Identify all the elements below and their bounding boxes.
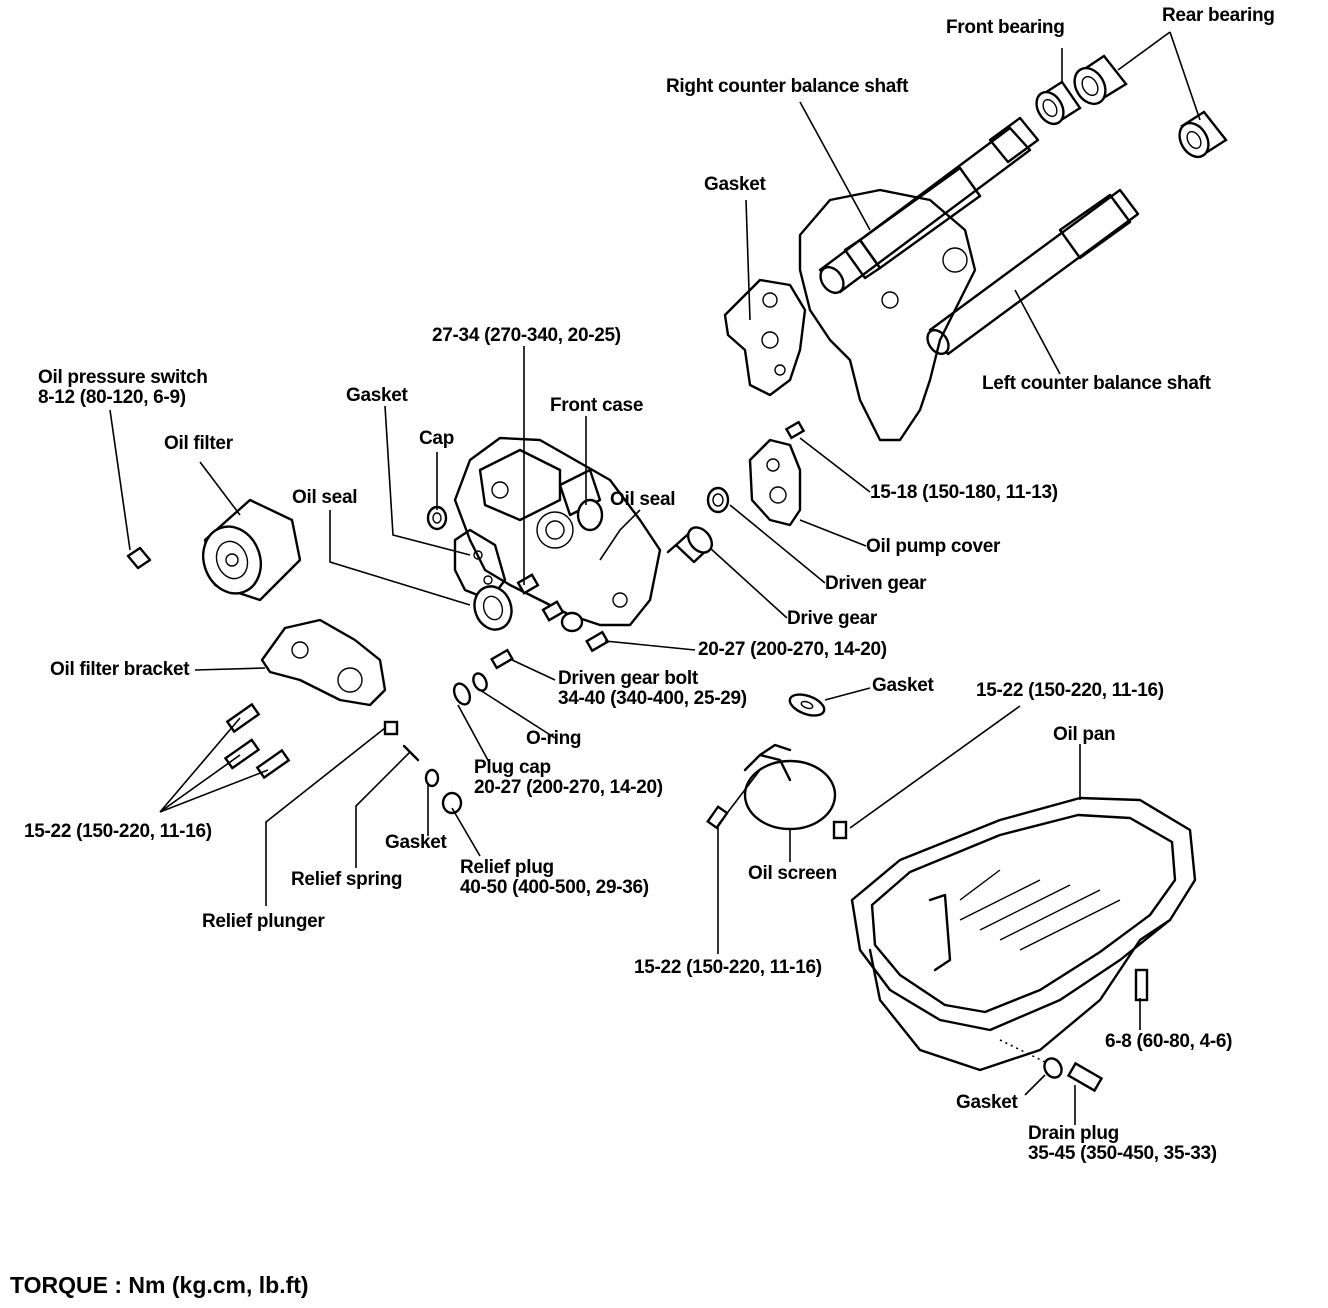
oil-screen-label: Oil screen bbox=[748, 863, 837, 884]
gasket-case-label: Gasket bbox=[346, 385, 408, 406]
oil-screen-part bbox=[743, 743, 837, 831]
oil-seal-left-part bbox=[473, 585, 513, 631]
driven-gear-bolt-label: Driven gear bolt 34-40 (340-400, 25-29) bbox=[558, 669, 747, 709]
gasket-rear-label: Gasket bbox=[704, 174, 766, 195]
gasket-screen-label: Gasket bbox=[872, 675, 934, 696]
driven-gear-label: Driven gear bbox=[825, 573, 927, 594]
front-case-part bbox=[453, 436, 662, 627]
right-counter-balance-shaft-part bbox=[818, 116, 1040, 295]
gasket-drain-label: Gasket bbox=[956, 1092, 1018, 1113]
driven-gear-bolt-part bbox=[490, 648, 514, 670]
drain-plug-torque: 35-45 (350-450, 35-33) bbox=[1028, 1143, 1217, 1164]
bracket-bolts bbox=[223, 702, 291, 780]
cylinder-block-case bbox=[798, 188, 977, 442]
oil-filter-bracket-part bbox=[260, 618, 387, 707]
oil-pan-bolt bbox=[1134, 968, 1149, 1002]
leader-lines bbox=[109, 31, 1201, 1125]
front-bearing-part bbox=[1035, 80, 1082, 126]
torque-pump-cover-label: 15-18 (150-180, 11-13) bbox=[870, 482, 1058, 503]
oil-seal-right-label: Oil seal bbox=[610, 489, 676, 510]
relief-plug-label: Relief plug 40-50 (400-500, 29-36) bbox=[460, 858, 649, 898]
screen-bolts bbox=[706, 805, 848, 840]
oil-pan-label: Oil pan bbox=[1053, 724, 1116, 745]
front-case-label: Front case bbox=[550, 395, 644, 416]
torque-units-legend: TORQUE : Nm (kg.cm, lb.ft) bbox=[10, 1272, 309, 1298]
oil-pressure-switch-name: Oil pressure switch bbox=[38, 367, 208, 388]
gasket-relief-label: Gasket bbox=[385, 832, 447, 853]
torque-drive-gear-label: 20-27 (200-270, 14-20) bbox=[698, 639, 887, 660]
oil-pressure-switch-label: Oil pressure switch 8-12 (80-120, 6-9) bbox=[38, 368, 208, 408]
oil-filter-part bbox=[202, 498, 302, 602]
oil-pressure-switch-part bbox=[126, 546, 152, 570]
rear-bearing-part-upper bbox=[1073, 54, 1128, 106]
torque-oil-pan-label: 15-22 (150-220, 11-16) bbox=[976, 680, 1164, 701]
cap-label: Cap bbox=[419, 428, 454, 449]
plug-cap-name: Plug cap bbox=[474, 757, 551, 778]
driven-gear-bolt-torque: 34-40 (340-400, 25-29) bbox=[558, 688, 747, 709]
drive-gear-bolt bbox=[585, 630, 610, 653]
torque-pan-bolt-label: 6-8 (60-80, 4-6) bbox=[1105, 1031, 1233, 1052]
plug-cap-torque: 20-27 (200-270, 14-20) bbox=[474, 777, 663, 798]
plug-cap-part bbox=[452, 682, 472, 706]
drive-gear-part bbox=[666, 526, 714, 564]
oil-pump-cover-part bbox=[748, 438, 802, 527]
front-bearing-label: Front bearing bbox=[946, 17, 1065, 38]
relief-plunger-part bbox=[383, 720, 399, 736]
relief-spring-part bbox=[402, 744, 420, 762]
gasket-relief-part bbox=[424, 768, 440, 788]
left-counter-balance-shaft-label: Left counter balance shaft bbox=[982, 373, 1211, 394]
torque-screen-label: 15-22 (150-220, 11-16) bbox=[634, 957, 822, 978]
gasket-rear-part bbox=[723, 278, 807, 397]
plug-cap-label: Plug cap 20-27 (200-270, 14-20) bbox=[474, 758, 663, 798]
oil-seal-left-label: Oil seal bbox=[292, 487, 358, 508]
drain-plug-label: Drain plug 35-45 (350-450, 35-33) bbox=[1028, 1124, 1217, 1164]
driven-gear-part bbox=[706, 486, 730, 514]
pump-cover-bolt bbox=[784, 420, 806, 440]
drain-plug-part bbox=[1066, 1061, 1104, 1093]
o-ring-label: O-ring bbox=[526, 728, 582, 749]
oil-pan-part bbox=[850, 796, 1197, 1072]
relief-plug-name: Relief plug bbox=[460, 857, 554, 878]
right-counter-balance-shaft-label: Right counter balance shaft bbox=[666, 76, 909, 97]
o-ring-part bbox=[472, 672, 488, 692]
oil-pressure-switch-torque: 8-12 (80-120, 6-9) bbox=[38, 387, 186, 408]
oil-seal-right-part bbox=[576, 498, 604, 532]
cap-part bbox=[426, 505, 448, 531]
drain-gasket-part bbox=[1043, 1057, 1063, 1079]
gasket-screen-part bbox=[788, 693, 826, 717]
rear-bearing-part-lower bbox=[1178, 110, 1228, 159]
oil-pump-cover-label: Oil pump cover bbox=[866, 536, 1001, 557]
drive-gear-label: Drive gear bbox=[787, 608, 877, 629]
relief-spring-label: Relief spring bbox=[291, 869, 403, 890]
driven-gear-bolt-name: Driven gear bolt bbox=[558, 668, 698, 689]
rear-bearing-label: Rear bearing bbox=[1162, 5, 1275, 26]
oil-filter-label: Oil filter bbox=[164, 433, 233, 454]
relief-plug-part bbox=[441, 791, 463, 815]
relief-plunger-label: Relief plunger bbox=[202, 911, 325, 932]
torque-front-case-label: 27-34 (270-340, 20-25) bbox=[432, 325, 621, 346]
torque-bracket-label: 15-22 (150-220, 11-16) bbox=[24, 821, 212, 842]
relief-plug-torque: 40-50 (400-500, 29-36) bbox=[460, 877, 649, 898]
oil-filter-bracket-label: Oil filter bracket bbox=[50, 659, 190, 680]
front-case-bolts bbox=[516, 573, 584, 633]
drain-plug-name: Drain plug bbox=[1028, 1123, 1119, 1144]
